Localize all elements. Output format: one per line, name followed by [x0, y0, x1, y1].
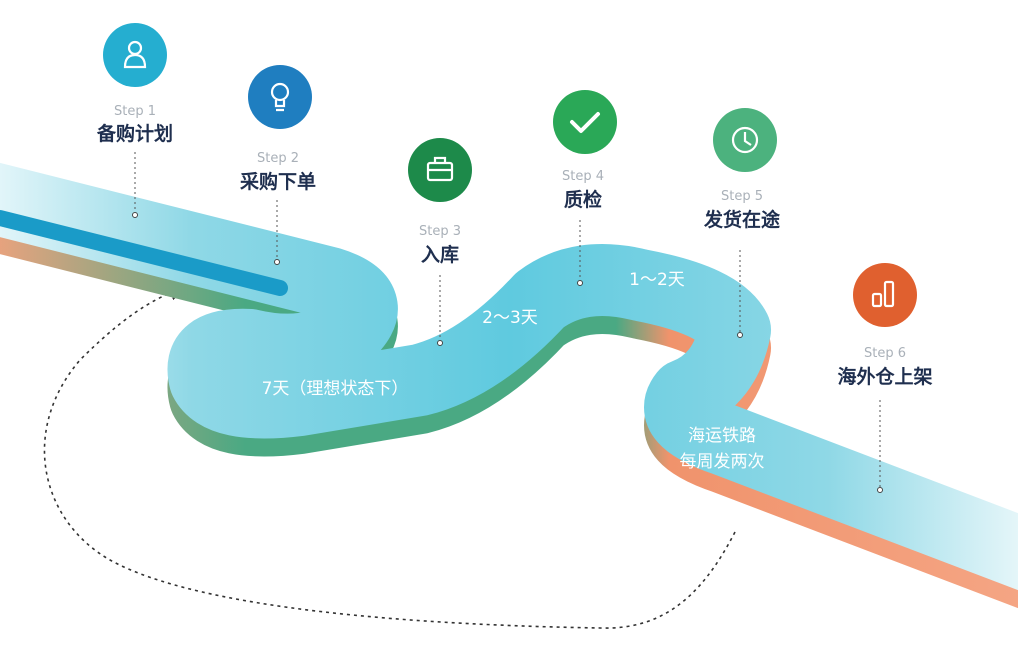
- bar-chart-icon: [871, 280, 895, 308]
- road-surface: [0, 162, 1018, 591]
- step-title: 发货在途: [703, 208, 781, 231]
- step-2: Step 2 采购下单: [240, 65, 316, 265]
- duration-ideal: 7天（理想状态下）: [262, 379, 409, 399]
- clock-icon: [731, 126, 759, 154]
- step-title: 质检: [564, 188, 602, 211]
- step-title: 海外仓上架: [837, 365, 932, 388]
- step-5: Step 5 发货在途: [703, 108, 781, 338]
- step-label: Step 2: [257, 151, 299, 166]
- shipping-method: 海运铁路: [688, 426, 756, 446]
- user-icon: [123, 40, 147, 69]
- step-label: Step 3: [419, 224, 461, 239]
- briefcase-icon: [426, 156, 454, 182]
- step-title: 备购计划: [96, 122, 173, 145]
- step-1: Step 1 备购计划: [96, 23, 173, 218]
- step-label: Step 1: [114, 104, 156, 119]
- step-label: Step 6: [864, 346, 906, 361]
- step-label: Step 4: [562, 169, 604, 184]
- step-3: Step 3 入库: [408, 138, 472, 346]
- duration-stock-in: 2～3天: [482, 308, 538, 328]
- road-stripe: [0, 210, 288, 296]
- duration-inspection: 1～2天: [629, 270, 685, 290]
- step-title: 采购下单: [240, 170, 316, 193]
- shipping-frequency: 每周发两次: [680, 452, 765, 472]
- checkmark-icon: [570, 112, 600, 133]
- step-4: Step 4 质检: [553, 90, 617, 286]
- step-title: 入库: [421, 243, 459, 266]
- step-6: Step 6 海外仓上架: [837, 263, 933, 493]
- lightbulb-icon: [270, 82, 290, 112]
- step-label: Step 5: [721, 189, 763, 204]
